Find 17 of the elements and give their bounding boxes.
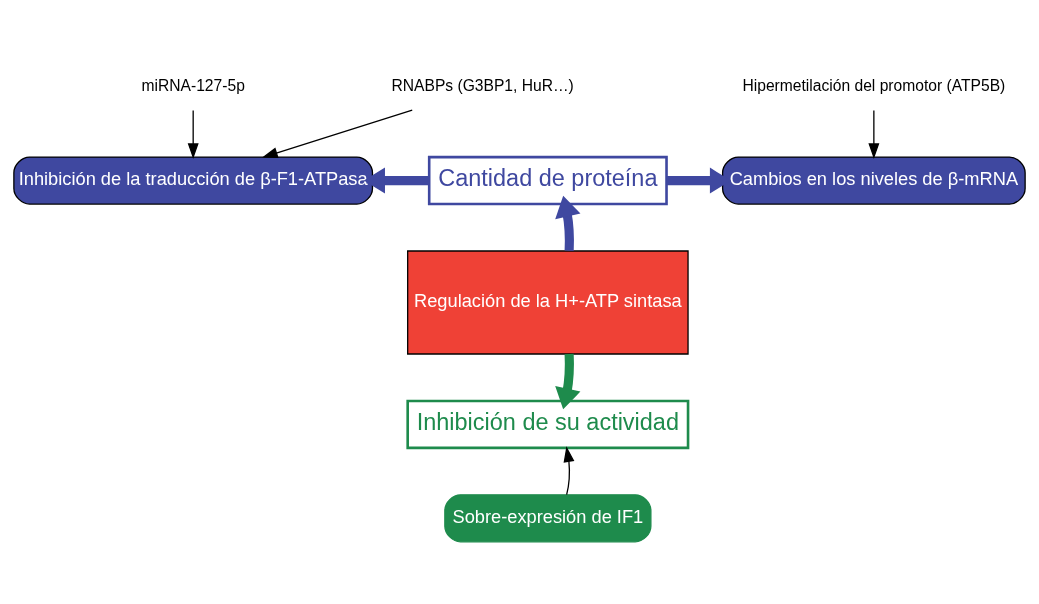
- node-text: Hipermetilación del promotor (ATP5B): [742, 76, 1006, 94]
- arrow: [868, 109, 880, 159]
- node-text: RNABPs (G3BP1, HuR…): [391, 76, 574, 94]
- arrow: [187, 109, 199, 159]
- node-box: Cantidad de proteína: [427, 155, 668, 205]
- node-box: Inhibición de la traducción de β-F1-ATPasa: [13, 155, 374, 205]
- arrow: [563, 445, 575, 495]
- arrow: [666, 167, 732, 193]
- node-text: miRNA-127-5p: [141, 76, 245, 94]
- arrow: [262, 109, 413, 158]
- arrow: [555, 195, 581, 251]
- arrow: [555, 353, 581, 409]
- arrow: [363, 167, 430, 193]
- node-box: Inhibición de su actividad: [406, 399, 690, 449]
- node-box: Sobre-expresión de IF1: [444, 493, 652, 542]
- node-box: Regulación de la H+-ATP sintasa: [407, 249, 689, 355]
- node-box: Cambios en los niveles de β-mRNA: [721, 155, 1026, 205]
